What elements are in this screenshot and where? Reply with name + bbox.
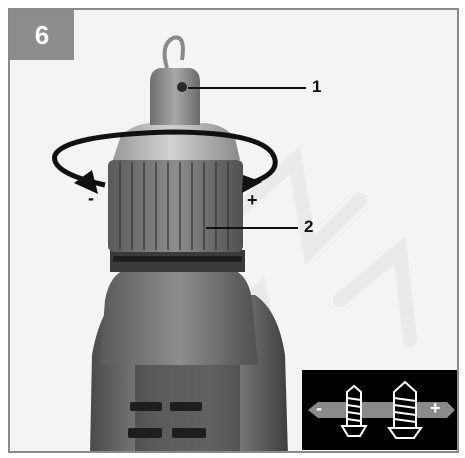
figure-frame: 6 1 2 - + - bbox=[8, 8, 459, 453]
callout-1-label: 1 bbox=[312, 77, 322, 96]
depth-scale-graphic bbox=[308, 380, 455, 439]
figure-number-badge: 6 bbox=[10, 10, 74, 60]
screw-icon-large bbox=[387, 380, 423, 439]
callout-2-label: 2 bbox=[304, 217, 314, 236]
rotation-minus-label: - bbox=[88, 188, 94, 208]
inset-minus-label: - bbox=[316, 398, 322, 418]
rotation-plus-label: + bbox=[247, 190, 258, 210]
drill-photo bbox=[52, 35, 417, 451]
rotation-arrow bbox=[52, 129, 278, 188]
screw-icon-small bbox=[340, 384, 368, 437]
inset-plus-label: + bbox=[430, 398, 441, 418]
adjustment-inset: - + bbox=[302, 370, 457, 450]
